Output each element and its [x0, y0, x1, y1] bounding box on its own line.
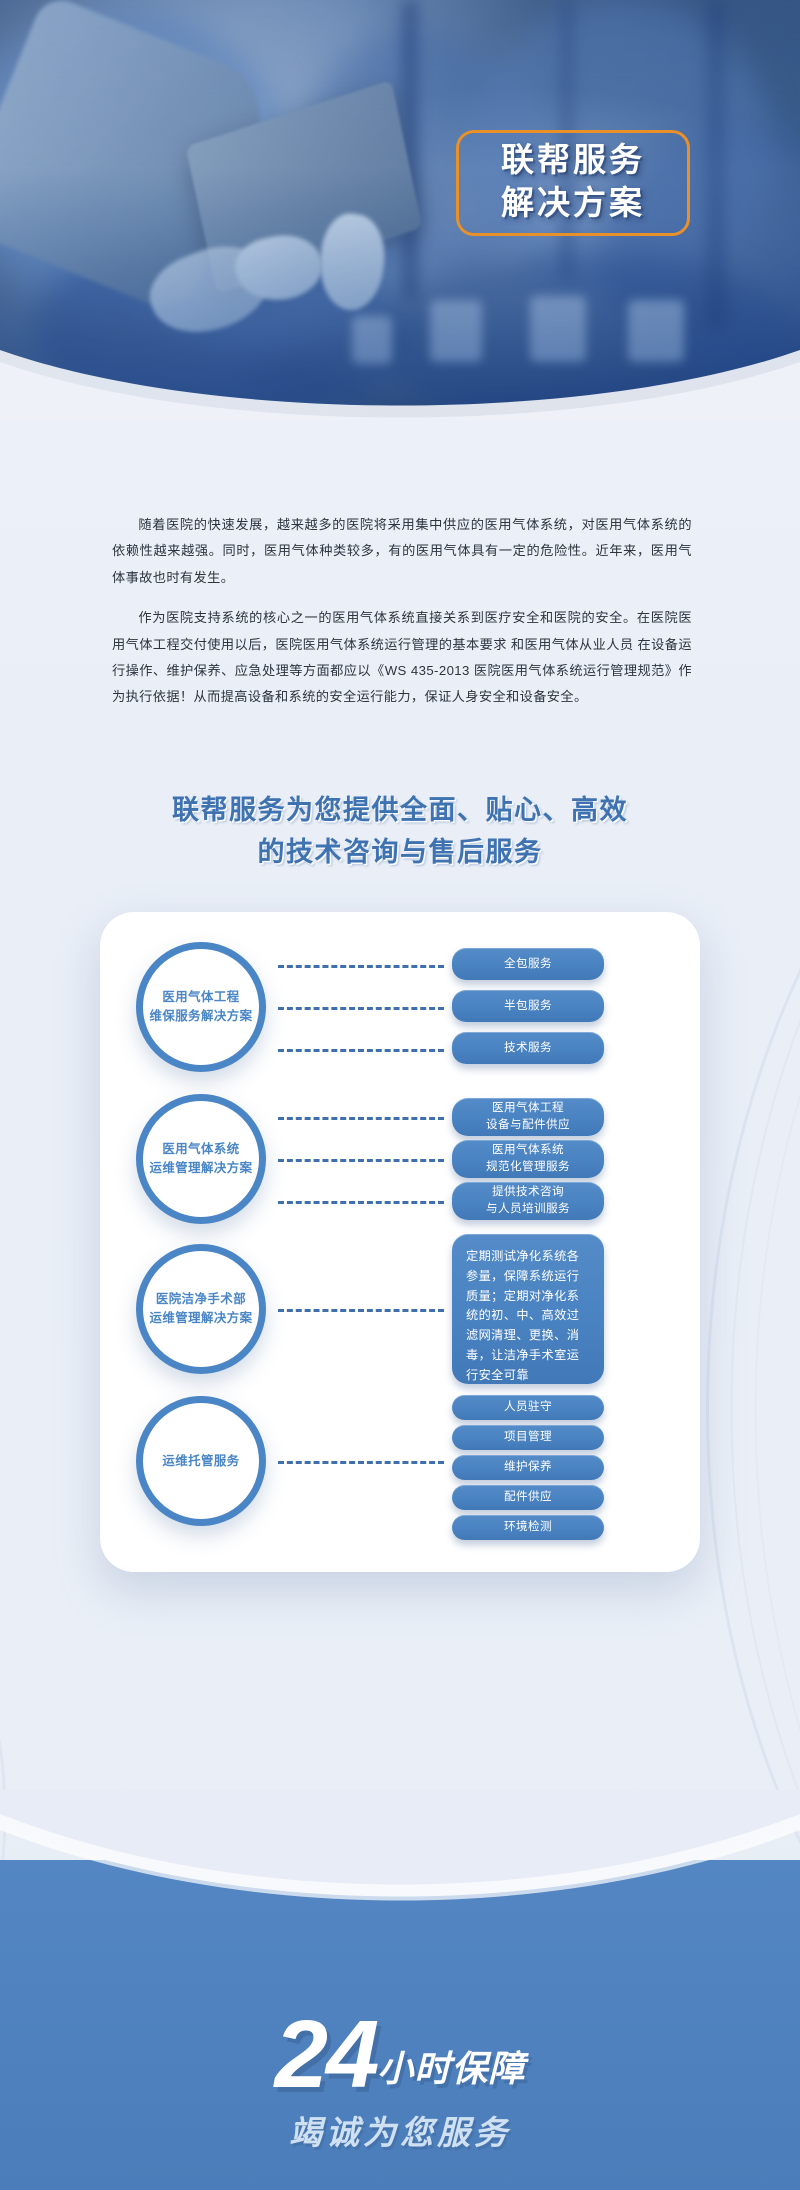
footer-banner: 24小时保障 竭诚为您服务 — [0, 1790, 800, 2190]
hero-title-line-1: 联帮服务 — [501, 142, 645, 179]
diagram-circle-3-line-2: 运维管理解决方案 — [149, 1311, 253, 1325]
service-pill-4-3[interactable]: 维护保养 — [452, 1455, 604, 1480]
hero-banner: 联帮服务 解决方案 — [0, 0, 800, 420]
intro-paragraph-2: 作为医院支持系统的核心之一的医用气体系统直接关系到医疗安全和医院的安全。在医院医… — [112, 610, 692, 705]
service-pill-2-3-line-1: 提供技术咨询 — [492, 1185, 564, 1199]
intro-paragraph-1: 随着医院的快速发展，越来越多的医院将采用集中供应的医用气体系统，对医用气体系统的… — [112, 517, 692, 585]
service-pill-3-1[interactable]: 定期测试净化系统各参量，保障系统运行质量；定期对净化系统的初、中、高效过滤网清理… — [452, 1234, 604, 1384]
section-heading: 联帮服务为您提供全面、贴心、高效 的技术咨询与售后服务 — [0, 790, 800, 874]
service-pill-2-3-line-2: 与人员培训服务 — [486, 1202, 570, 1215]
connector-4-1 — [278, 1461, 444, 1464]
diagram-circle-4[interactable]: 运维托管服务 — [136, 1396, 266, 1526]
service-pill-2-2-line-2: 规范化管理服务 — [486, 1160, 570, 1173]
hero-bottom-curve — [0, 350, 800, 420]
connector-1-3 — [278, 1049, 444, 1052]
service-pill-1-1[interactable]: 全包服务 — [452, 948, 604, 980]
diagram-circle-1-line-2: 维保服务解决方案 — [149, 1009, 253, 1023]
footer-background — [0, 1860, 800, 2190]
diagram-circle-3-line-1: 医院洁净手术部 — [155, 1292, 247, 1307]
service-pill-2-1-line-2: 设备与配件供应 — [486, 1118, 570, 1131]
diagram-circle-1-line-1: 医用气体工程 — [162, 990, 240, 1005]
diagram-circle-2-line-1: 医用气体系统 — [162, 1142, 240, 1157]
connector-1-2 — [278, 1007, 444, 1010]
connector-3-1 — [278, 1309, 444, 1312]
service-pill-1-2[interactable]: 半包服务 — [452, 990, 604, 1022]
service-pill-2-2[interactable]: 医用气体系统 规范化管理服务 — [452, 1140, 604, 1178]
hero-title-line-2: 解决方案 — [501, 186, 645, 222]
hero-blue-overlay — [0, 0, 800, 420]
footer-top-curve — [0, 1790, 800, 1901]
connector-1-1 — [278, 965, 444, 968]
service-pill-2-2-line-1: 医用气体系统 — [492, 1143, 564, 1157]
service-pill-2-1-line-1: 医用气体工程 — [492, 1101, 564, 1115]
service-pill-2-1[interactable]: 医用气体工程 设备与配件供应 — [452, 1098, 604, 1136]
diagram-circle-2[interactable]: 医用气体系统 运维管理解决方案 — [136, 1094, 266, 1224]
diagram-circle-4-line-1: 运维托管服务 — [162, 1453, 240, 1468]
connector-2-3 — [278, 1201, 444, 1204]
service-diagram: 医用气体工程 维保服务解决方案 全包服务 半包服务 技术服务 医用气体系统 运维… — [100, 912, 700, 1572]
diagram-circle-1[interactable]: 医用气体工程 维保服务解决方案 — [136, 942, 266, 1072]
connector-2-1 — [278, 1117, 444, 1120]
service-pill-4-5[interactable]: 环境检测 — [452, 1515, 604, 1540]
service-pill-4-1[interactable]: 人员驻守 — [452, 1395, 604, 1420]
footer-number-suffix: 小时保障 — [377, 2048, 526, 2089]
section-heading-line-2: 的技术咨询与售后服务 — [257, 836, 543, 867]
footer-content: 24小时保障 竭诚为您服务 — [0, 2000, 800, 2154]
diagram-circle-3[interactable]: 医院洁净手术部 运维管理解决方案 — [136, 1244, 266, 1374]
footer-slogan: 竭诚为您服务 — [289, 2116, 511, 2152]
footer-number: 24 — [274, 2000, 380, 2108]
diagram-circle-2-line-2: 运维管理解决方案 — [149, 1161, 253, 1175]
hero-title-badge: 联帮服务 解决方案 — [456, 130, 690, 236]
connector-2-2 — [278, 1159, 444, 1162]
service-pill-1-3[interactable]: 技术服务 — [452, 1032, 604, 1064]
service-pill-2-3[interactable]: 提供技术咨询 与人员培训服务 — [452, 1182, 604, 1220]
intro-text-block: 随着医院的快速发展，越来越多的医院将采用集中供应的医用气体系统，对医用气体系统的… — [112, 512, 692, 711]
section-heading-line-1: 联帮服务为您提供全面、贴心、高效 — [172, 795, 628, 825]
service-pill-4-2[interactable]: 项目管理 — [452, 1425, 604, 1450]
service-pill-4-4[interactable]: 配件供应 — [452, 1485, 604, 1510]
